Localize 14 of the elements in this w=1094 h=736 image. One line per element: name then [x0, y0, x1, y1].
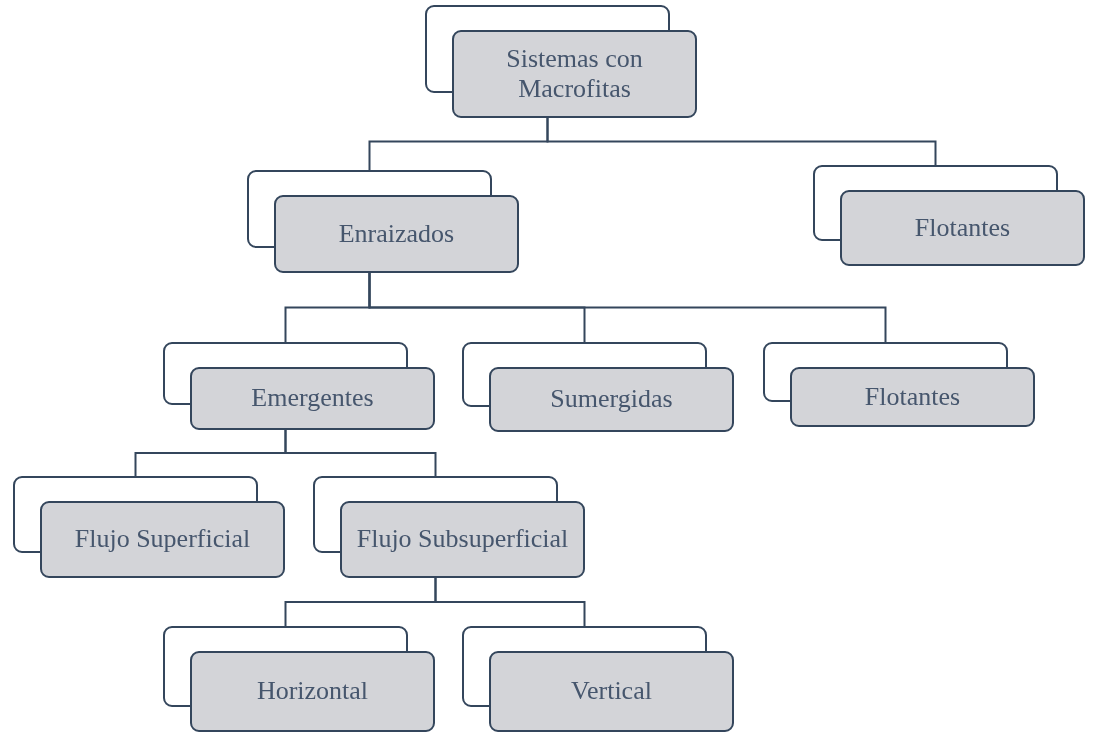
connector-line — [368, 272, 887, 343]
connector-line — [434, 577, 586, 627]
node-label: Sumergidas — [550, 384, 673, 415]
node-label: Sistemas con Macrofitas — [505, 43, 644, 105]
node-label: Flujo Subsuperficial — [356, 524, 569, 555]
connector-line — [284, 429, 437, 477]
node-label: Emergentes — [251, 383, 374, 414]
connector-line — [546, 117, 937, 166]
node-label: Enraizados — [338, 218, 455, 250]
node-label: Flotantes — [864, 381, 961, 413]
node-label: Flotantes — [914, 212, 1011, 244]
node-label: Flujo Superficial — [74, 524, 251, 555]
node-label: Horizontal — [256, 676, 369, 707]
node-label: Vertical — [571, 676, 652, 707]
